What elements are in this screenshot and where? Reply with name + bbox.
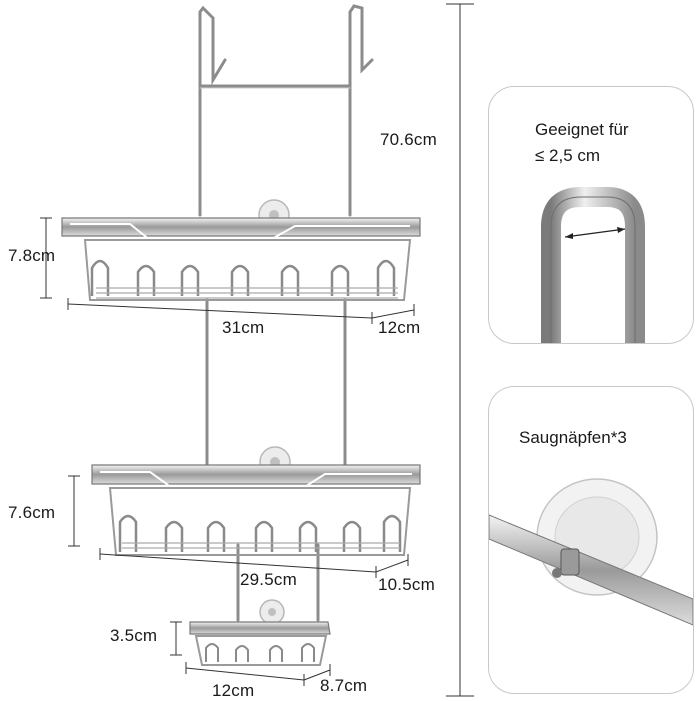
suction-cup-icon <box>258 199 291 625</box>
suction-detail-label: Saugnäpfen*3 <box>519 428 627 447</box>
soap-dish-height-label: 3.5cm <box>110 626 158 645</box>
hanging-frame <box>198 4 374 622</box>
hook-detail-panel: Geeignet für ≤ 2,5 cm <box>488 86 694 344</box>
soap-dish <box>189 621 331 666</box>
soap-dish-depth-label: 8.7cm <box>320 676 368 695</box>
middle-shelf-depth-label: 10.5cm <box>378 575 435 594</box>
top-shelf-width-label: 31cm <box>222 318 265 337</box>
hook-detail-line2: ≤ 2,5 cm <box>535 146 601 165</box>
hook-detail-line1: Geeignet für <box>535 120 629 139</box>
middle-shelf-height-label: 7.6cm <box>8 503 56 522</box>
dimension-lines <box>40 3 474 697</box>
soap-dish-width-label: 12cm <box>212 681 255 700</box>
hook-detail-text: Geeignet für ≤ 2,5 cm <box>535 117 629 169</box>
total-height-label: 70.6cm <box>380 130 437 149</box>
suction-cup-closeup-icon <box>489 478 693 626</box>
middle-shelf <box>91 464 421 556</box>
middle-shelf-width-label: 29.5cm <box>240 570 297 589</box>
top-shelf-depth-label: 12cm <box>378 318 421 337</box>
suction-detail-panel: Saugnäpfen*3 <box>488 386 694 694</box>
top-shelf <box>61 217 421 301</box>
top-shelf-height-label: 7.8cm <box>8 246 56 265</box>
hook-closeup-icon <box>541 187 645 343</box>
